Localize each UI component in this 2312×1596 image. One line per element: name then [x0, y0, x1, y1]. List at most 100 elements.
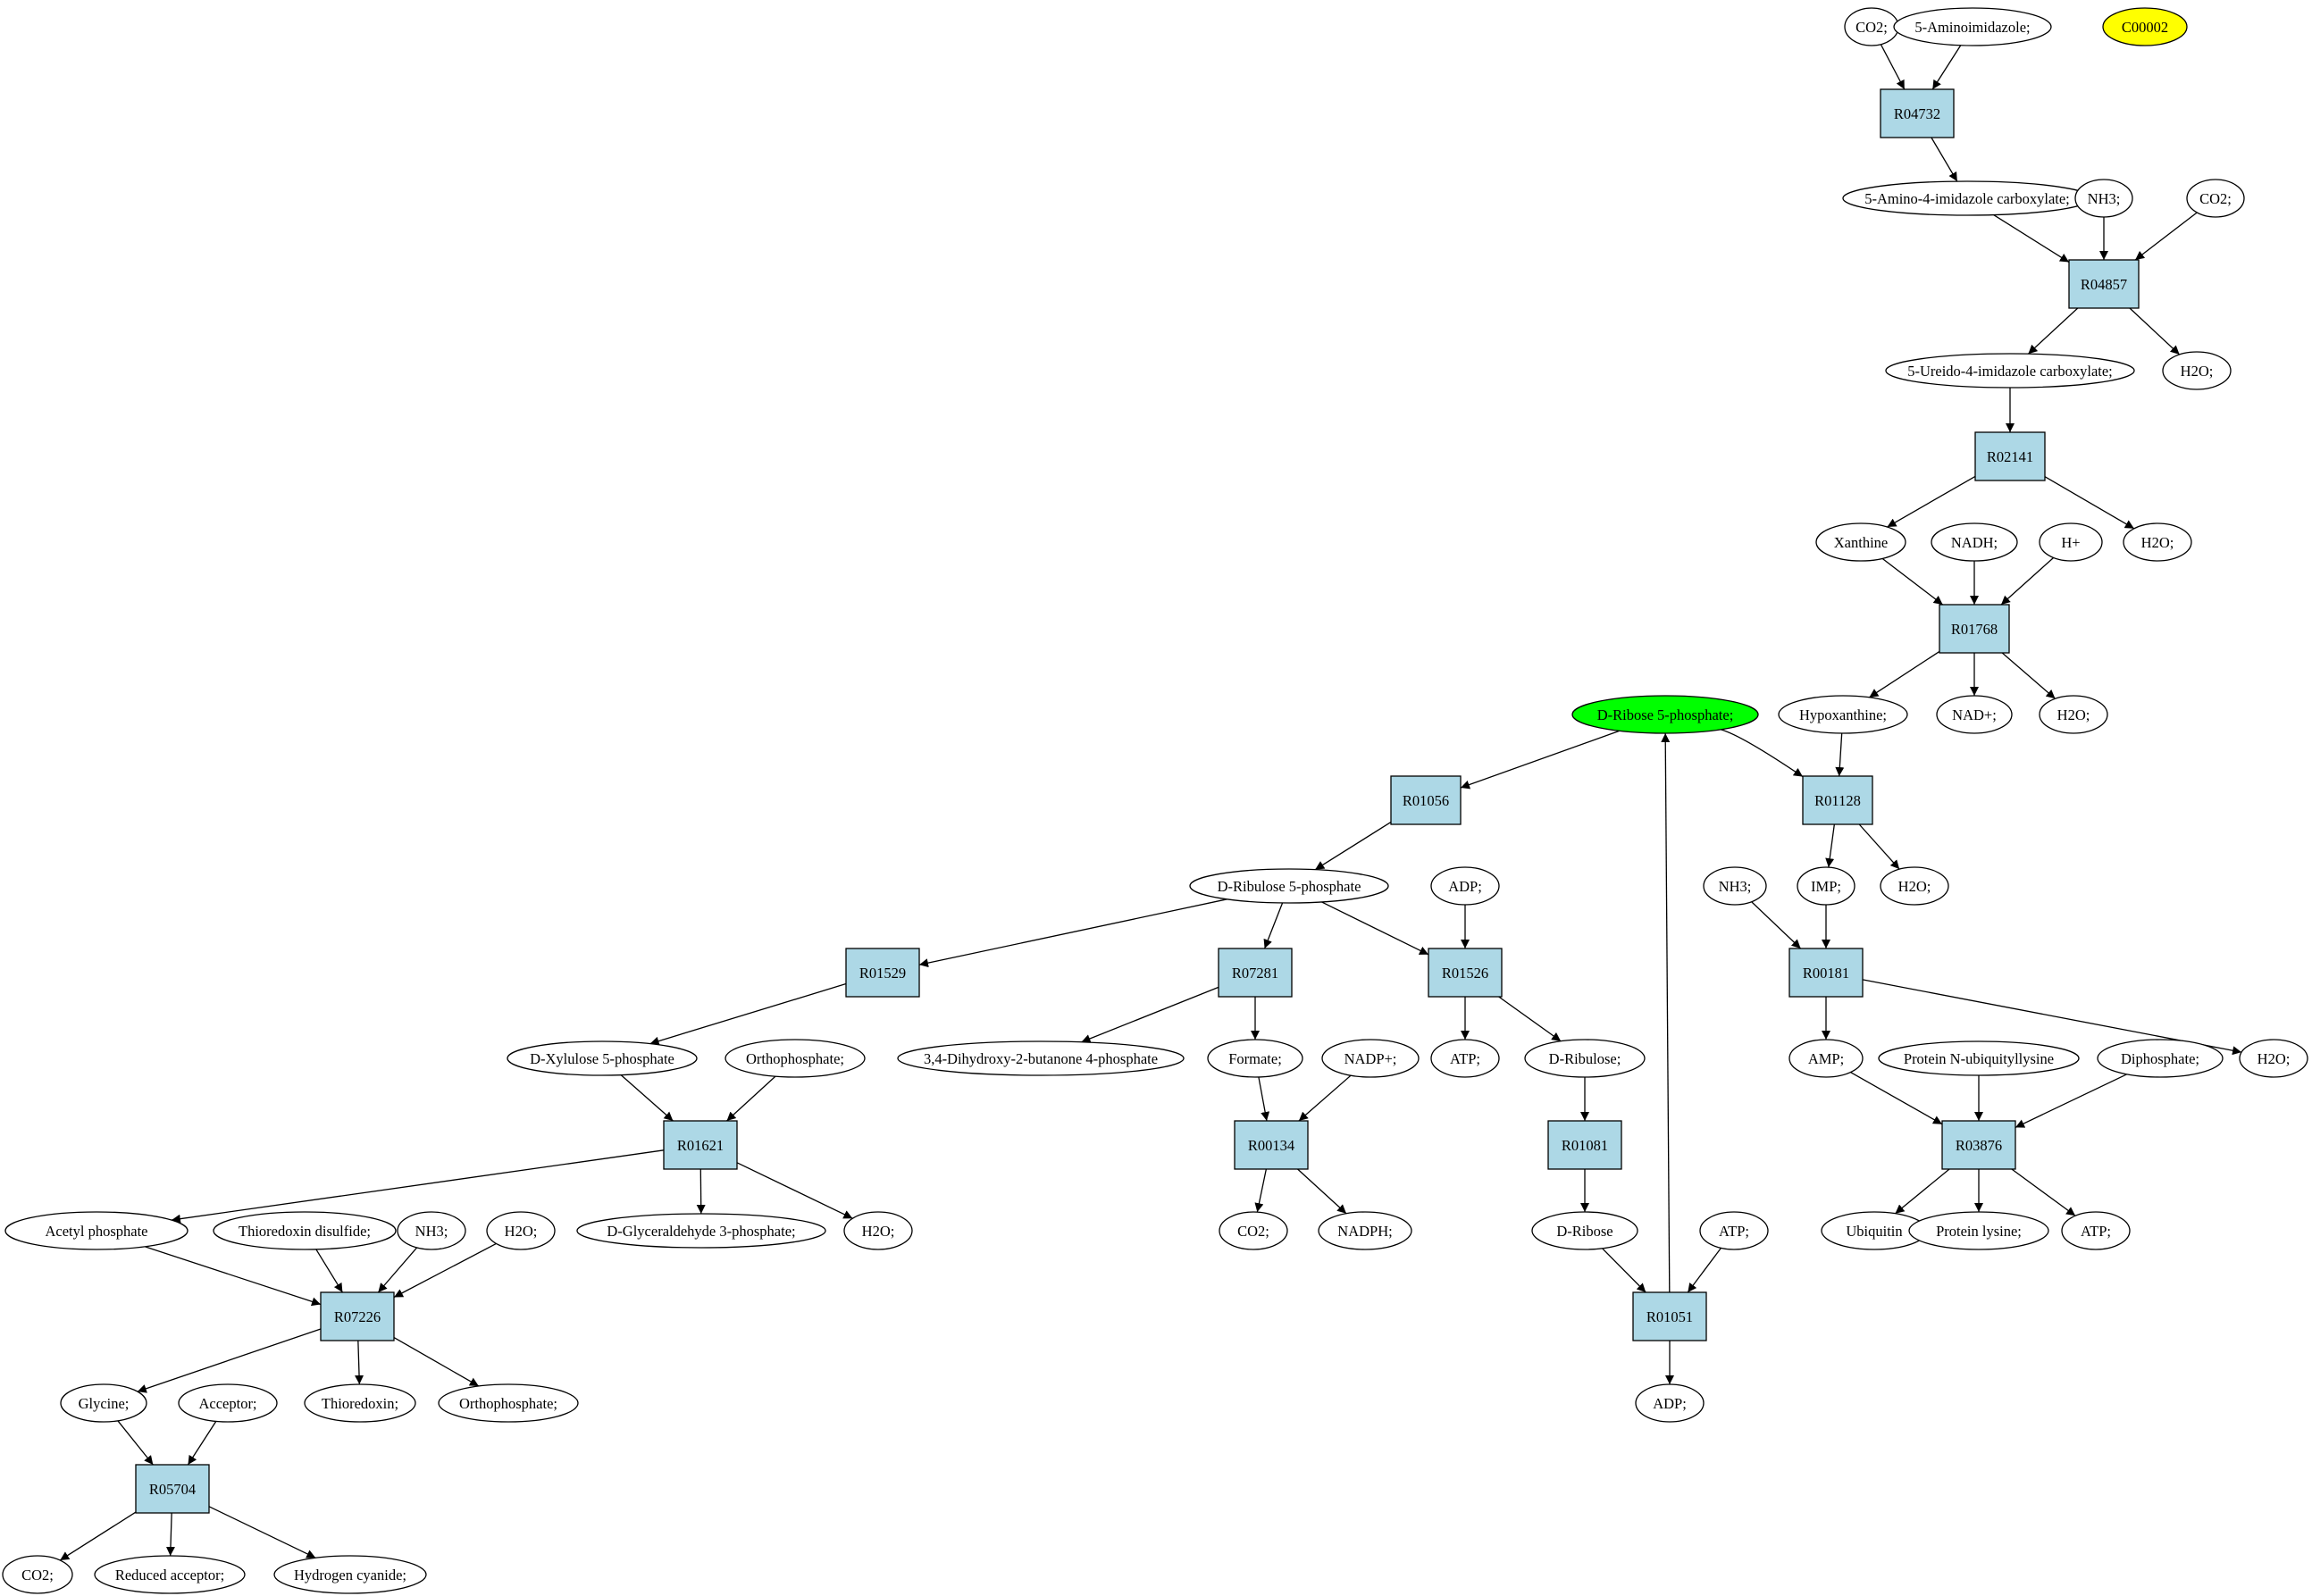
reaction-node-r02141[interactable]: R02141: [1974, 431, 2046, 481]
compound-node-h2o-e[interactable]: H2O;: [2239, 1039, 2308, 1078]
compound-node-co2-a[interactable]: CO2;: [1844, 7, 1899, 46]
compound-node-c00002[interactable]: C00002: [2102, 7, 2188, 46]
reaction-box: [1428, 948, 1503, 998]
compound-node-xylulose5p[interactable]: D-Xylulose 5-phosphate: [507, 1040, 698, 1076]
reaction-node-r04857[interactable]: R04857: [2068, 259, 2140, 309]
reaction-node-r07226[interactable]: R07226: [320, 1291, 395, 1341]
compound-node-acetylphosphate[interactable]: Acetyl phosphate: [4, 1211, 188, 1250]
edge-r07226-to-glycine: [137, 1328, 322, 1393]
compound-node-h2o-d[interactable]: H2O;: [1880, 866, 1949, 906]
compound-node-nadph[interactable]: NADPH;: [1318, 1211, 1412, 1250]
reaction-node-r01051[interactable]: R01051: [1632, 1291, 1707, 1341]
compound-node-h2o-f[interactable]: H2O;: [486, 1211, 556, 1250]
edge-orthophosphate-a-to-r01621: [726, 1075, 776, 1122]
node-label: R01128: [1814, 792, 1861, 809]
reaction-node-r05704[interactable]: R05704: [135, 1464, 210, 1514]
reaction-node-r07281[interactable]: R07281: [1218, 948, 1293, 998]
compound-node-amp[interactable]: AMP;: [1788, 1039, 1864, 1078]
compound-node-glycine[interactable]: Glycine;: [60, 1383, 147, 1423]
reaction-node-r01056[interactable]: R01056: [1390, 775, 1462, 825]
node-label: R01621: [677, 1137, 724, 1154]
edge-r01621-to-acetylphosphate: [171, 1149, 665, 1224]
edge-xanthine-to-r01768: [1881, 557, 1944, 606]
compound-node-h2o-g[interactable]: H2O;: [843, 1211, 913, 1250]
compound-node-protein-ubiq[interactable]: Protein N-ubiquityllysine: [1878, 1040, 2080, 1076]
compound-node-co2-d[interactable]: CO2;: [2, 1555, 73, 1594]
compound-ellipse: [2039, 522, 2103, 562]
compound-node-h2o-b[interactable]: H2O;: [2123, 522, 2192, 562]
edge-r04857-to-ureido-carboxylate: [2027, 307, 2079, 355]
compound-node-atp-a[interactable]: ATP;: [1430, 1039, 1500, 1078]
reaction-node-r01529[interactable]: R01529: [845, 948, 920, 998]
compound-ellipse: [2039, 695, 2108, 734]
compound-node-orthophosphate-b[interactable]: Orthophosphate;: [438, 1383, 579, 1423]
compound-node-hydrogen-cyanide[interactable]: Hydrogen cyanide;: [273, 1555, 427, 1594]
compound-node-nh3-a[interactable]: NH3;: [2074, 179, 2133, 218]
compound-node-co2-c[interactable]: CO2;: [1219, 1211, 1288, 1250]
compound-ellipse: [1878, 1040, 2080, 1076]
reaction-box: [1390, 775, 1462, 825]
reaction-node-r01768[interactable]: R01768: [1939, 604, 2010, 654]
compound-node-protein-lysine[interactable]: Protein lysine;: [1908, 1211, 2049, 1250]
compound-node-nh3-b[interactable]: NH3;: [1703, 866, 1767, 906]
compound-node-hplus[interactable]: H+: [2039, 522, 2103, 562]
compound-ellipse: [213, 1211, 397, 1250]
compound-node-orthophosphate-a[interactable]: Orthophosphate;: [725, 1039, 866, 1078]
compound-node-dribulose[interactable]: D-Ribulose;: [1524, 1039, 1646, 1078]
edge-r01621-to-glyceraldehyde3p: [696, 1168, 706, 1215]
node-label: ATP;: [1719, 1223, 1749, 1240]
compound-node-hypoxanthine[interactable]: Hypoxanthine;: [1778, 695, 1908, 734]
reaction-node-r03876[interactable]: R03876: [1941, 1120, 2016, 1170]
reaction-node-r00134[interactable]: R00134: [1234, 1120, 1309, 1170]
compound-node-acceptor[interactable]: Acceptor;: [178, 1383, 278, 1423]
edge-r04732-to-aminoimidazole-carboxylate: [1931, 137, 1958, 182]
edge-r07281-to-dihydroxybutanone: [1081, 986, 1219, 1043]
compound-node-co2-b[interactable]: CO2;: [2186, 179, 2245, 218]
reaction-node-r01081[interactable]: R01081: [1547, 1120, 1622, 1170]
reaction-node-r01128[interactable]: R01128: [1802, 775, 1873, 825]
edge-r01128-to-imp: [1825, 823, 1835, 868]
compound-node-adp-b[interactable]: ADP;: [1635, 1383, 1705, 1423]
compound-node-adp-a[interactable]: ADP;: [1430, 866, 1500, 906]
compound-node-diphosphate[interactable]: Diphosphate;: [2097, 1039, 2224, 1078]
node-label: H2O;: [2141, 534, 2174, 551]
compound-node-atp-b[interactable]: ATP;: [1699, 1211, 1769, 1250]
node-label: ATP;: [2081, 1223, 2111, 1240]
reaction-box: [1941, 1120, 2016, 1170]
compound-node-h2o-c[interactable]: H2O;: [2039, 695, 2108, 734]
compound-node-thioredoxin-disulfide[interactable]: Thioredoxin disulfide;: [213, 1211, 397, 1250]
node-label: H2O;: [2057, 706, 2090, 723]
compound-node-glyceraldehyde3p[interactable]: D-Glyceraldehyde 3-phosphate;: [576, 1213, 826, 1249]
compound-node-reduced-acceptor[interactable]: Reduced acceptor;: [94, 1555, 246, 1594]
compound-node-ubiquitin[interactable]: Ubiquitin: [1821, 1211, 1928, 1250]
compound-ellipse: [1207, 1039, 1303, 1078]
compound-node-ureido-carboxylate[interactable]: 5-Ureido-4-imidazole carboxylate;: [1885, 353, 2135, 389]
compound-node-nh3-c[interactable]: NH3;: [397, 1211, 466, 1250]
edge-r01526-to-dribulose: [1498, 996, 1562, 1042]
compound-node-dihydroxybutanone[interactable]: 3,4-Dihydroxy-2-butanone 4-phosphate: [897, 1040, 1185, 1076]
compound-node-aminoimidazole-carboxylate[interactable]: 5-Amino-4-imidazole carboxylate;: [1842, 180, 2092, 216]
reaction-node-r00181[interactable]: R00181: [1788, 948, 1864, 998]
compound-node-h2o-a[interactable]: H2O;: [2162, 351, 2232, 390]
edges-layer: [59, 44, 2242, 1561]
compound-node-thioredoxin[interactable]: Thioredoxin;: [304, 1383, 416, 1423]
reaction-node-r04732[interactable]: R04732: [1880, 88, 1955, 138]
compound-ellipse: [1908, 1211, 2049, 1250]
compound-node-atp-c[interactable]: ATP;: [2061, 1211, 2131, 1250]
node-label: C00002: [2122, 19, 2168, 36]
compound-node-ribose5p[interactable]: D-Ribose 5-phosphate;: [1571, 695, 1759, 734]
compound-node-nadplus[interactable]: NAD+;: [1936, 695, 2013, 734]
compound-node-ribulose5p[interactable]: D-Ribulose 5-phosphate: [1189, 868, 1389, 904]
compound-node-xanthine[interactable]: Xanthine: [1815, 522, 1906, 562]
reaction-node-r01526[interactable]: R01526: [1428, 948, 1503, 998]
compound-node-formate[interactable]: Formate;: [1207, 1039, 1303, 1078]
compound-node-dribose[interactable]: D-Ribose: [1531, 1211, 1638, 1250]
compound-ellipse: [2186, 179, 2245, 218]
edge-r01768-to-h2o-c: [2001, 652, 2056, 699]
compound-node-nadpplus[interactable]: NADP+;: [1321, 1039, 1420, 1078]
compound-node-imp[interactable]: IMP;: [1797, 866, 1855, 906]
compound-ellipse: [1880, 866, 1949, 906]
compound-node-nadh[interactable]: NADH;: [1931, 522, 2018, 562]
compound-node-aminoimidazole[interactable]: 5-Aminoimidazole;: [1893, 7, 2052, 46]
reaction-node-r01621[interactable]: R01621: [663, 1120, 738, 1170]
